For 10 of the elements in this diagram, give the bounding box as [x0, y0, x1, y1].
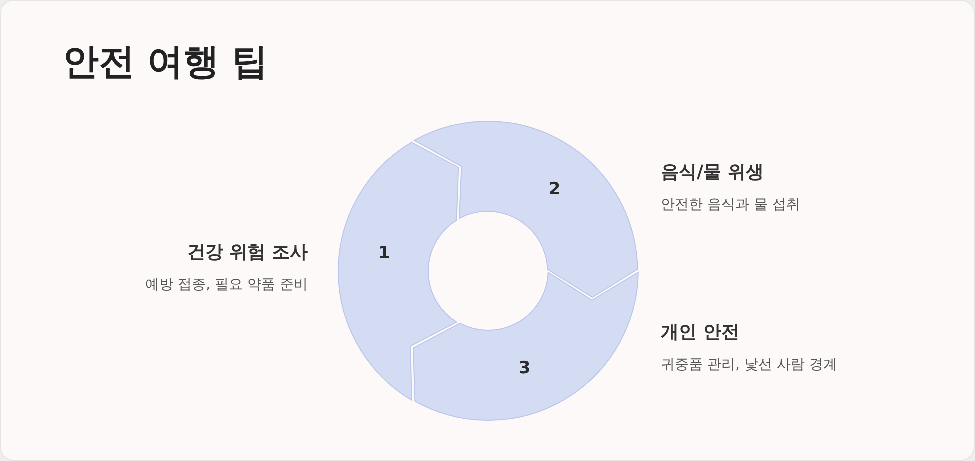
step-heading: 개인 안전: [661, 321, 740, 344]
step-number: 2: [548, 180, 561, 200]
diagram-title: 안전 여행 팁: [63, 41, 268, 84]
step-heading: 음식/물 위생: [661, 161, 764, 184]
step-number: 1: [378, 244, 390, 263]
step-description: 귀중품 관리, 낯선 사람 경계: [661, 356, 838, 375]
step-heading: 건강 위험 조사: [187, 241, 308, 264]
step-description: 안전한 음식과 물 섭취: [661, 196, 800, 215]
step-number: 3: [518, 360, 531, 379]
step-description: 예방 접종, 필요 약품 준비: [146, 276, 308, 295]
